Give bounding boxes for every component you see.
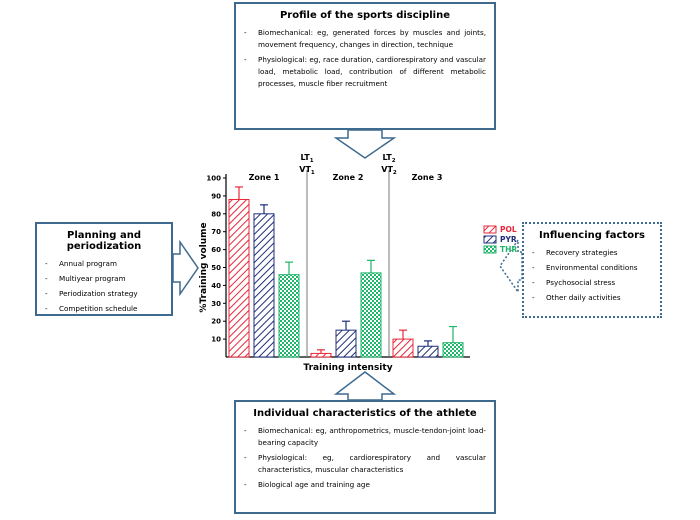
bar (278, 274, 300, 358)
threshold-vt-label: VT1 (299, 165, 315, 176)
list-item: Psychosocial stress (532, 277, 652, 289)
y-tick-label: 100 (206, 175, 221, 183)
list-item: Annual program (45, 258, 163, 270)
training-volume-chart: 10 20 30 40 50 60 70 80 90 100 %Training volumeTra… (199, 153, 517, 373)
list-item: Biological age and training age (244, 479, 486, 491)
athlete-characteristics-box: Individual characteristics of the athlet… (234, 400, 496, 514)
y-tick-label: 40 (211, 282, 221, 290)
list-item: Other daily activities (532, 292, 652, 304)
bar (253, 213, 275, 358)
influencing-factors-title: Influencing factors (539, 230, 645, 241)
athlete-characteristics-title: Individual characteristics of the athlet… (253, 408, 477, 419)
arrow-down-icon (333, 129, 397, 159)
planning-list: Annual program Multiyear program Periodi… (37, 258, 171, 315)
sports-profile-list: Biomechanical: eg, generated forces by m… (236, 27, 494, 90)
threshold-lt-label: LT1 (300, 153, 313, 164)
list-item: Physiological: eg, cardiorespiratory and… (244, 452, 486, 476)
influencing-factors-list: Recovery strategies Environmental condit… (524, 247, 660, 304)
legend-swatch (483, 225, 497, 234)
bar (392, 338, 414, 358)
legend-label: POL (500, 225, 517, 234)
y-tick-label: 50 (211, 264, 221, 272)
threshold-vt-label: VT2 (381, 165, 397, 176)
zone-label: Zone 3 (412, 173, 443, 182)
legend-label: PYR (500, 235, 517, 244)
y-tick-label: 20 (211, 318, 221, 326)
bar (228, 198, 250, 358)
bar (442, 342, 464, 358)
list-item: Periodization strategy (45, 288, 163, 300)
y-tick-label: 30 (211, 300, 221, 308)
bar (360, 272, 382, 358)
legend-swatch (483, 245, 497, 254)
sports-profile-box: Profile of the sports discipline Biomech… (234, 2, 496, 130)
list-item: Competition schedule (45, 303, 163, 315)
arrow-left-icon (499, 237, 523, 295)
legend-label: THR (500, 245, 517, 254)
planning-title: Planning and periodization (66, 230, 142, 252)
y-tick-label: 70 (211, 228, 221, 236)
sports-profile-title: Profile of the sports discipline (279, 10, 451, 21)
zone-label: Zone 1 (249, 173, 280, 182)
y-tick-label: 10 (211, 336, 221, 344)
arrow-right-icon (172, 239, 199, 297)
y-tick-label: 90 (211, 192, 221, 200)
y-tick-label: 80 (211, 210, 221, 218)
list-item: Environmental conditions (532, 262, 652, 274)
arrow-up-icon (333, 371, 397, 401)
list-item: Multiyear program (45, 273, 163, 285)
zone-label: Zone 2 (333, 173, 364, 182)
influencing-factors-box: Influencing factors Recovery strategies … (522, 222, 662, 318)
list-item: Recovery strategies (532, 247, 652, 259)
bar (310, 352, 332, 358)
x-axis-label: Training intensity (303, 363, 392, 373)
y-axis-label: %Training volume (199, 222, 209, 312)
y-tick-label: 60 (211, 246, 221, 254)
bar (335, 329, 357, 358)
bar (417, 345, 439, 358)
athlete-characteristics-list: Biomechanical: eg, anthropometrics, musc… (236, 425, 494, 491)
legend-swatch (483, 235, 497, 244)
threshold-lt-label: LT2 (382, 153, 395, 164)
planning-box: Planning and periodization Annual progra… (35, 222, 173, 316)
list-item: Biomechanical: eg, anthropometrics, musc… (244, 425, 486, 449)
list-item: Biomechanical: eg, generated forces by m… (244, 27, 486, 51)
list-item: Physiological: eg, race duration, cardio… (244, 54, 486, 90)
